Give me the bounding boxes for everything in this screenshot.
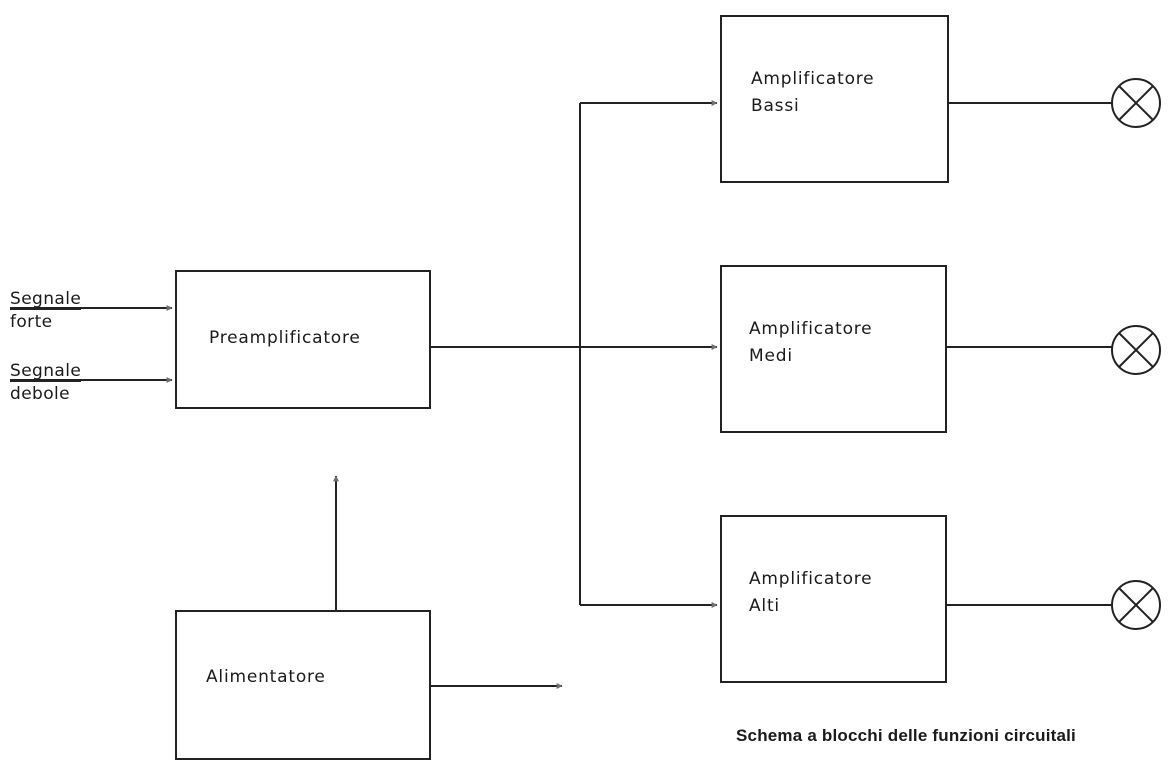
preamplifier-block — [175, 270, 431, 409]
bass-amplifier-label-line2: Bassi — [751, 96, 800, 116]
high-amplifier-label-line1: Amplificatore — [749, 569, 873, 589]
speaker-output-icon — [1111, 78, 1161, 128]
bass-amplifier-block — [720, 15, 949, 183]
preamplifier-label: Preamplificatore — [209, 328, 361, 348]
high-amplifier-label-line2: Alti — [749, 596, 780, 616]
speaker-output-icon — [1111, 325, 1161, 375]
high-amplifier-block — [720, 515, 947, 683]
input-label-strong: Segnale forte — [10, 289, 82, 332]
power-supply-label: Alimentatore — [206, 667, 326, 687]
bass-amplifier-label: Amplificatore Bassi — [751, 66, 874, 120]
bass-amplifier-label-line1: Amplificatore — [751, 69, 875, 89]
speaker-output-icon — [1111, 580, 1161, 630]
high-amplifier-label: Amplificatore Alti — [749, 566, 872, 620]
mid-amplifier-label-line2: Medi — [749, 346, 793, 366]
mid-amplifier-block — [720, 265, 947, 433]
mid-amplifier-label-line1: Amplificatore — [749, 319, 873, 339]
mid-amplifier-label: Amplificatore Medi — [749, 316, 872, 370]
input-label-strong-line2: forte — [10, 312, 53, 332]
diagram-caption: Schema a blocchi delle funzioni circuita… — [736, 726, 1076, 745]
input-label-strong-line1: Segnale — [10, 289, 82, 310]
input-label-weak-line1: Segnale — [10, 361, 82, 382]
input-label-weak-line2: debole — [10, 384, 71, 404]
input-label-weak: Segnale debole — [10, 361, 82, 404]
